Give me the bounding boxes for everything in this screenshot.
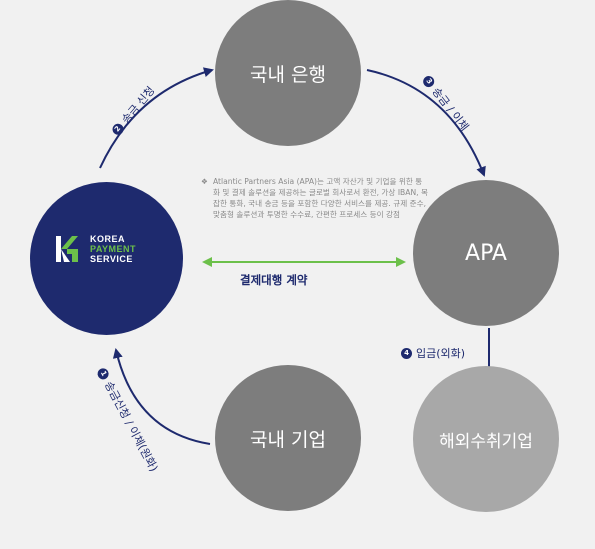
overseas-recipient-node: 해외수취기업 [413,366,559,512]
logo-text-service: SERVICE [90,254,133,264]
note-bullet-icon: ❖ [201,177,208,186]
apa-label: APA [465,240,507,266]
apa-description-note: ❖ Atlantic Partners Asia (APA)는 고액 자산가 및… [201,176,429,220]
step4-number-badge: 4 [401,347,412,359]
overseas-recipient-label: 해외수취기업 [439,431,533,452]
step4-text: 입금(외화) [416,347,466,360]
arrow-step3 [366,69,486,177]
apa-node: APA [413,180,559,326]
contract-label: 결제대행 계약 [240,273,308,287]
kps-logo-mark-icon [56,236,78,262]
domestic-bank-node: 국내 은행 [215,0,361,146]
arrow-step2 [99,67,214,169]
kps-node [30,182,183,335]
domestic-company-node: 국내 기업 [215,365,361,511]
kps-logo: KOREA PAYMENT SERVICE [56,234,136,264]
logo-text-korea: KOREA [90,234,126,244]
step4-label: 4 입금(외화) [401,345,465,361]
note-text: Atlantic Partners Asia (APA)는 고액 자산가 및 기… [213,177,428,219]
domestic-company-label: 국내 기업 [250,428,326,451]
logo-text-payment: PAYMENT [90,244,137,254]
arrow-step1 [112,348,211,445]
domestic-bank-label: 국내 은행 [250,63,326,86]
